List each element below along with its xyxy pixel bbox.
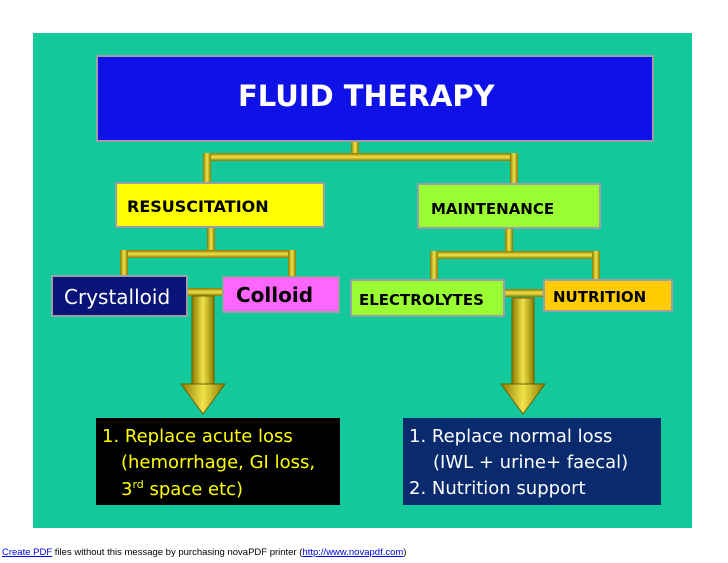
note-3-text: space etc) <box>143 479 244 500</box>
footer-text-1: files without this message by purchasing… <box>52 547 303 558</box>
resuscitation-notes-box: 1. Replace acute loss (hemorrhage, GI lo… <box>96 418 340 505</box>
title-box: FLUID THERAPY <box>96 55 654 142</box>
create-pdf-link[interactable]: Create PDF <box>2 547 53 558</box>
maintenance-note-2: (IWL + urine+ faecal) <box>433 452 629 473</box>
colloid-label: Colloid <box>236 283 314 307</box>
footer-text-2: ) <box>403 547 407 558</box>
maintenance-note-1: 1. Replace normal loss <box>409 426 613 447</box>
nutrition-box: NUTRITION <box>543 279 673 312</box>
novapdf-link[interactable]: http://www.novapdf.com <box>302 547 404 558</box>
maintenance-box: MAINTENANCE <box>417 183 601 229</box>
electrolytes-box: ELECTROLYTES <box>350 279 505 317</box>
footer-notice: Create PDF files without this message by… <box>2 547 406 558</box>
note-3-number: 3 <box>121 479 133 500</box>
maintenance-label: MAINTENANCE <box>431 200 555 218</box>
resuscitation-note-2: (hemorrhage, GI loss, <box>121 452 316 473</box>
note-3-superscript: rd <box>132 478 144 491</box>
colloid-box: Colloid <box>222 276 340 313</box>
maintenance-note-3: 2. Nutrition support <box>409 478 586 499</box>
crystalloid-label: Crystalloid <box>64 285 171 309</box>
crystalloid-box: Crystalloid <box>51 275 188 317</box>
resuscitation-label: RESUSCITATION <box>127 197 269 216</box>
resuscitation-box: RESUSCITATION <box>115 182 325 228</box>
resuscitation-note-1: 1. Replace acute loss <box>102 426 293 447</box>
electrolytes-label: ELECTROLYTES <box>359 291 484 309</box>
maintenance-notes-box: 1. Replace normal loss (IWL + urine+ fae… <box>403 418 661 505</box>
resuscitation-note-3: 3rd space etc) <box>121 478 243 500</box>
nutrition-label: NUTRITION <box>553 288 647 306</box>
diagram-title: FLUID THERAPY <box>238 79 495 113</box>
